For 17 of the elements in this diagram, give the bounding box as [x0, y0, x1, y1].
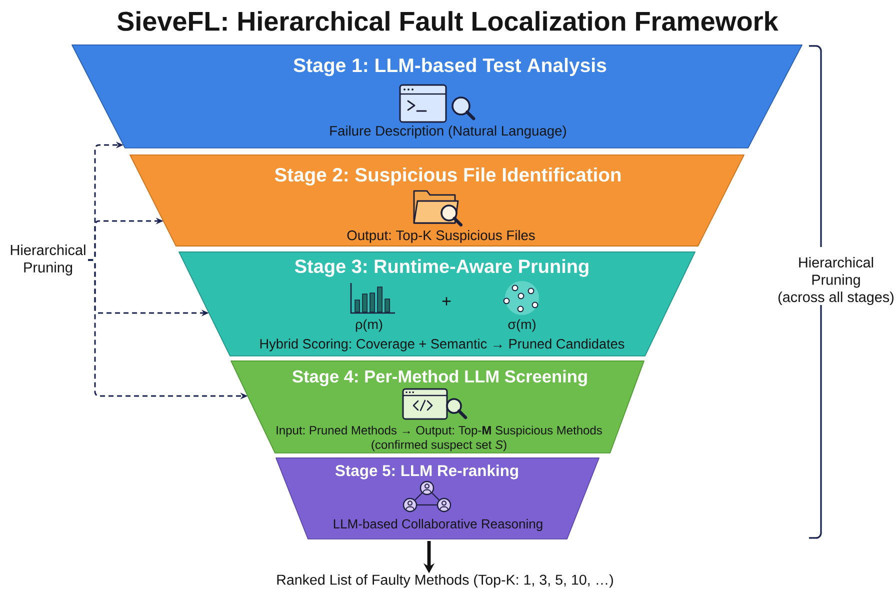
stage-description: Input: Pruned Methods → Output: Top-M Suspicious Methods (confirmed suspect set S) — [276, 426, 602, 452]
bracket-label: Hierarchical Pruning (across all stages) — [778, 256, 894, 305]
stage-title: Stage 3: Runtime-Aware Pruning — [294, 259, 588, 277]
stage-description: Failure Description (Natural Language) — [330, 126, 566, 138]
score-symbol: ρ(m) — [356, 319, 382, 332]
output-text: Ranked List of Faulty Methods (Top-K: 1, 3, 5, 10, …) — [277, 574, 613, 588]
stage-title: Stage 2: Suspicious File Identification — [274, 167, 621, 186]
stage-title: Stage 1: LLM-based Test Analysis — [294, 58, 606, 76]
diagram-title: SieveFL: Hierarchical Fault Localization Framework — [117, 11, 778, 31]
stage-description: Output: Top-K Suspicious Files — [347, 230, 535, 243]
stage-title: Stage 4: Per-Method LLM Screening — [292, 370, 587, 386]
stage-title: Stage 5: LLM Re-ranking — [335, 464, 518, 480]
score-symbol: σ(m) — [508, 319, 536, 332]
stage-description: LLM-based Collaborative Reasoning — [334, 518, 542, 532]
stage-description: Hybrid Scoring: Coverage + Semantic → Pruned Candidates — [260, 338, 624, 352]
side-label: Hierarchical Pruning — [10, 244, 86, 276]
plus-sign: + — [442, 297, 451, 306]
